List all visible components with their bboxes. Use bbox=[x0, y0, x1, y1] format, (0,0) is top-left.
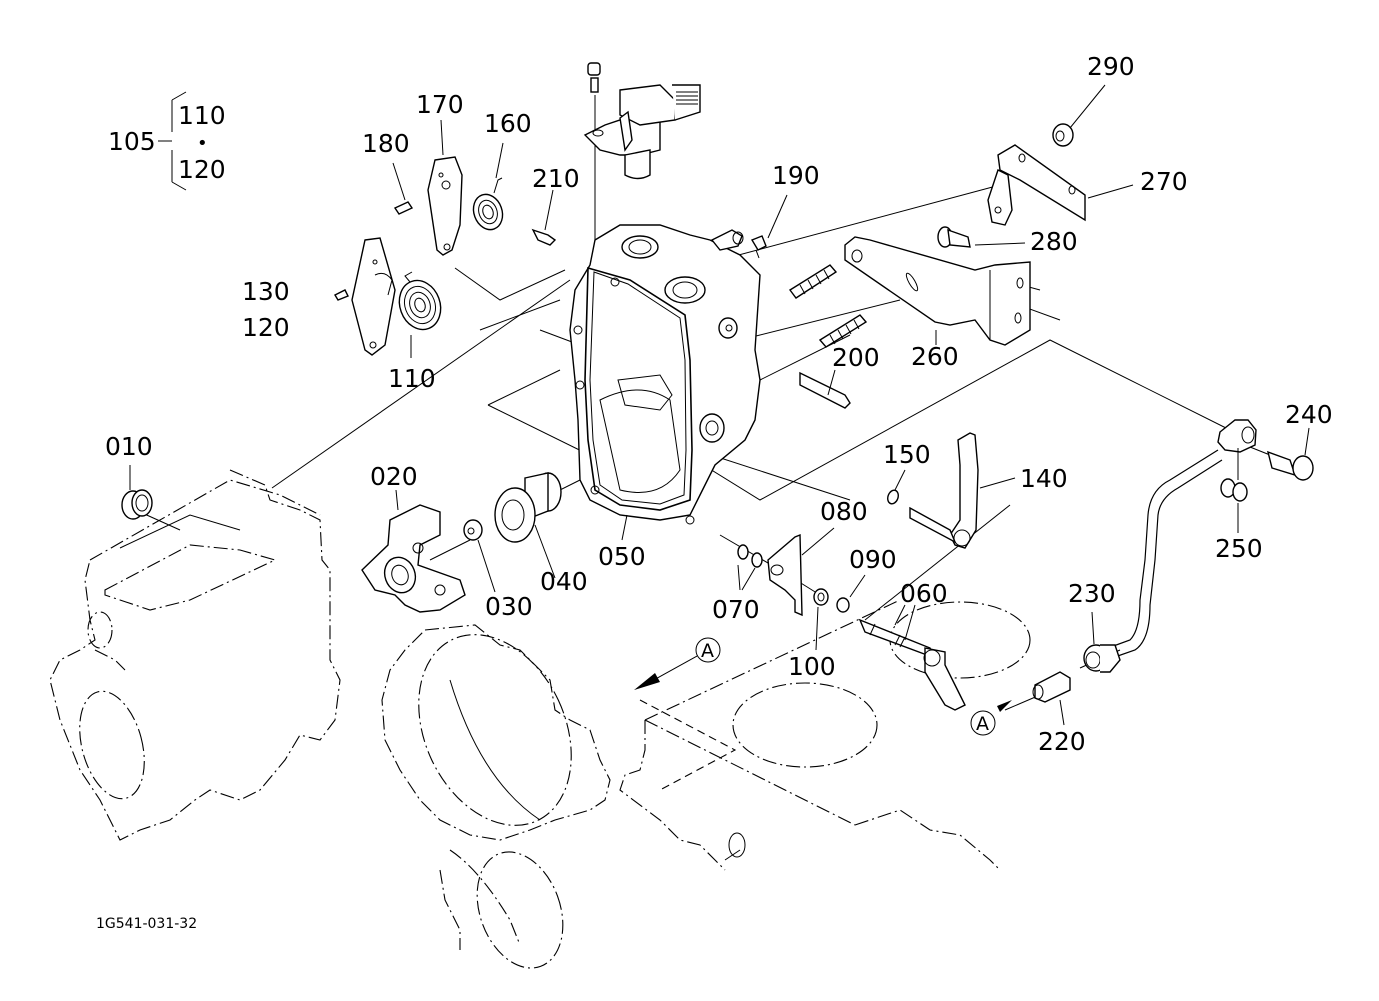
section-marker-a-right-label: A bbox=[976, 713, 989, 735]
label-120[interactable]: 120 bbox=[242, 313, 290, 342]
label-030[interactable]: 030 bbox=[485, 592, 533, 621]
label-200[interactable]: 200 bbox=[832, 343, 880, 372]
part-070-orings[interactable] bbox=[737, 544, 763, 591]
part-140-lever[interactable] bbox=[909, 432, 1016, 549]
label-240[interactable]: 240 bbox=[1285, 400, 1333, 429]
part-280-bolt[interactable] bbox=[937, 226, 1026, 248]
label-090[interactable]: 090 bbox=[849, 545, 897, 574]
part-180-pin[interactable] bbox=[392, 162, 414, 215]
solenoid-assembly[interactable] bbox=[583, 62, 701, 180]
label-050[interactable]: 050 bbox=[598, 542, 646, 571]
label-130[interactable]: 130 bbox=[242, 277, 290, 306]
part-190-bolt[interactable] bbox=[710, 194, 788, 259]
label-230[interactable]: 230 bbox=[1068, 579, 1116, 608]
part-labels: 010 020 030 040 050 060 070 080 090 100 … bbox=[105, 52, 1333, 756]
section-marker-a-right[interactable]: A bbox=[970, 700, 1012, 736]
label-170[interactable]: 170 bbox=[416, 90, 464, 119]
part-040-sleeve[interactable] bbox=[494, 472, 562, 579]
label-190[interactable]: 190 bbox=[772, 161, 820, 190]
label-060[interactable]: 060 bbox=[900, 579, 948, 608]
part-090-clip[interactable] bbox=[836, 574, 866, 613]
label-290[interactable]: 290 bbox=[1087, 52, 1135, 81]
label-140[interactable]: 140 bbox=[1020, 464, 1068, 493]
label-105[interactable]: 105 bbox=[108, 127, 156, 156]
part-160-spring[interactable] bbox=[469, 142, 508, 234]
engine-block-bottom bbox=[381, 599, 1031, 969]
part-080-lever[interactable] bbox=[767, 527, 835, 617]
part-120-plate[interactable] bbox=[351, 237, 396, 356]
label-150[interactable]: 150 bbox=[883, 440, 931, 469]
label-020[interactable]: 020 bbox=[370, 462, 418, 491]
group-child-120[interactable]: 120 bbox=[178, 155, 226, 184]
section-marker-a-left-label: A bbox=[701, 640, 714, 662]
label-100[interactable]: 100 bbox=[788, 652, 836, 681]
part-170-plate[interactable] bbox=[427, 119, 463, 256]
part-030-nut[interactable] bbox=[463, 519, 496, 593]
engine-block-left bbox=[49, 279, 571, 841]
arrow-icon bbox=[997, 700, 1012, 712]
arrow-icon bbox=[634, 673, 660, 690]
label-010[interactable]: 010 bbox=[105, 432, 153, 461]
label-210[interactable]: 210 bbox=[532, 164, 580, 193]
part-220-connector[interactable] bbox=[1032, 671, 1071, 726]
label-040[interactable]: 040 bbox=[540, 567, 588, 596]
part-270-bracket[interactable] bbox=[987, 144, 1134, 226]
label-260[interactable]: 260 bbox=[911, 342, 959, 371]
part-springs[interactable] bbox=[788, 264, 868, 348]
part-110-spring[interactable] bbox=[393, 271, 448, 358]
section-marker-a-left[interactable]: A bbox=[634, 637, 721, 690]
label-110[interactable]: 110 bbox=[388, 364, 436, 393]
label-080[interactable]: 080 bbox=[820, 497, 868, 526]
pipe-eye-fitting[interactable] bbox=[1217, 419, 1257, 453]
group-child-110[interactable]: 110 bbox=[178, 101, 226, 130]
part-150-oring[interactable] bbox=[886, 469, 906, 505]
part-250-washers[interactable] bbox=[1220, 448, 1248, 533]
part-010-plug[interactable] bbox=[121, 465, 153, 520]
part-200-pin[interactable] bbox=[799, 369, 851, 409]
label-250[interactable]: 250 bbox=[1215, 534, 1263, 563]
part-050-housing[interactable] bbox=[569, 224, 761, 541]
part-210-pin[interactable] bbox=[531, 189, 557, 246]
label-070[interactable]: 070 bbox=[712, 595, 760, 624]
label-280[interactable]: 280 bbox=[1030, 227, 1078, 256]
label-270[interactable]: 270 bbox=[1140, 167, 1188, 196]
part-020-weight[interactable] bbox=[361, 489, 466, 613]
group-note-105: 105 110 • 120 bbox=[108, 91, 226, 191]
part-060-shaft[interactable] bbox=[858, 604, 966, 711]
part-240-bolt[interactable] bbox=[1267, 427, 1314, 481]
label-220[interactable]: 220 bbox=[1038, 727, 1086, 756]
part-260-bracket[interactable] bbox=[844, 236, 1031, 346]
reference-code: 1G541-031-32 bbox=[96, 916, 197, 932]
label-160[interactable]: 160 bbox=[484, 109, 532, 138]
label-180[interactable]: 180 bbox=[362, 129, 410, 158]
part-230-pipe[interactable] bbox=[1083, 449, 1223, 673]
part-290-nut[interactable] bbox=[1052, 84, 1106, 147]
part-100-washer[interactable] bbox=[813, 588, 829, 651]
group-separator: • bbox=[197, 133, 208, 154]
group-bracket bbox=[158, 91, 187, 191]
part-130-pin[interactable] bbox=[334, 289, 349, 301]
